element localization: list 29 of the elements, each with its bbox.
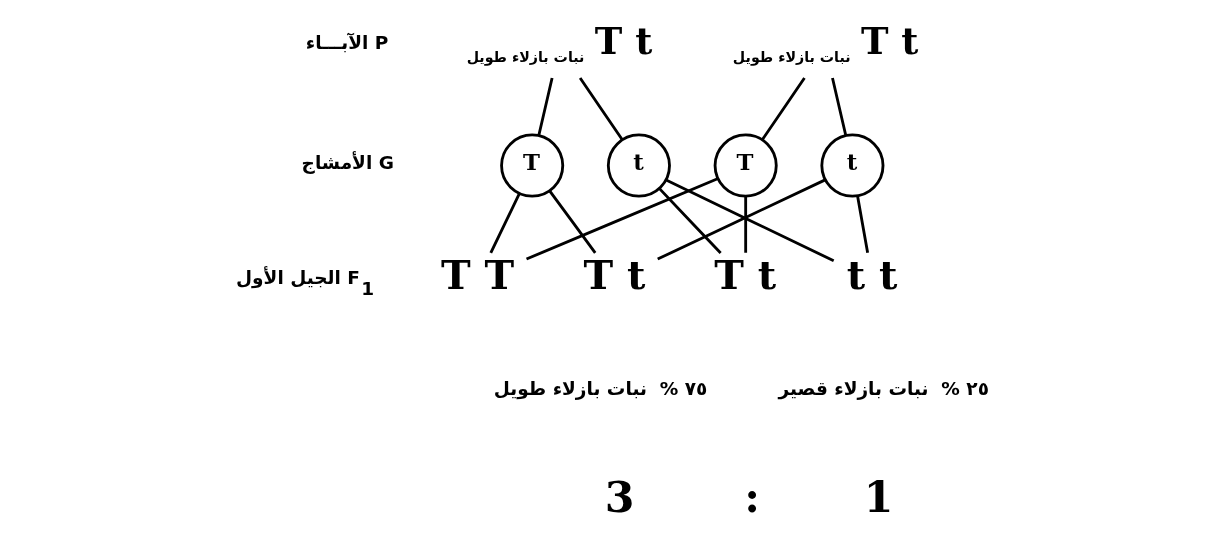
connector <box>525 177 718 261</box>
connector <box>743 196 747 253</box>
connector <box>760 77 806 141</box>
node-circle: t <box>819 133 884 198</box>
connector <box>548 189 596 254</box>
connector <box>855 195 869 254</box>
node-circle: t <box>606 133 671 198</box>
connector <box>578 77 623 141</box>
node-text: T t <box>713 252 776 299</box>
connector <box>489 193 521 254</box>
connector <box>657 187 722 255</box>
label: الأمشاج G <box>301 151 394 173</box>
connector <box>830 77 847 136</box>
node-circle: T <box>499 133 564 198</box>
label: ٧٥ % نبات بازلاء طويل <box>493 377 707 399</box>
node-label: نبات بازلاء طويل <box>732 48 851 65</box>
label: 3 <box>604 472 634 523</box>
node-label: نبات بازلاء طويل <box>466 48 584 65</box>
connector <box>536 77 553 136</box>
label: 1 <box>863 472 894 523</box>
node-text: T T <box>440 252 514 299</box>
label: الآبـــاء P <box>305 32 388 54</box>
node-text: T t <box>582 252 645 299</box>
node-text: T t <box>860 19 918 64</box>
label: ٢٥ % نبات بازلاء قصير <box>777 377 989 399</box>
node-text: T t <box>594 19 652 64</box>
node-text: t t <box>846 252 897 299</box>
label: : <box>743 472 760 523</box>
node-circle: T <box>713 133 778 198</box>
